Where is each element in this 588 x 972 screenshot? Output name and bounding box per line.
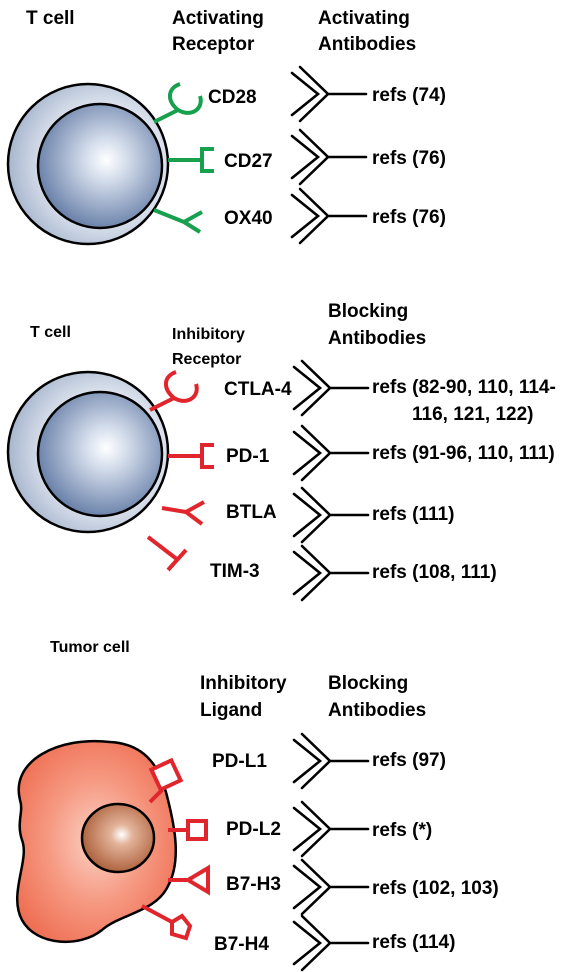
pd-l1-label: PD-L1 bbox=[212, 751, 267, 772]
panel3-cell-label: Tumor cell bbox=[50, 639, 130, 656]
panel3-antibody-header-line2: Antibodies bbox=[328, 700, 426, 721]
panel1-antibody-header-line1: Activating bbox=[318, 8, 410, 29]
pd1-receptor-icon bbox=[168, 443, 214, 469]
panel1-receptor-header-line1: Activating bbox=[172, 8, 264, 29]
b7-h4-refs: refs (114) bbox=[372, 932, 455, 953]
antibody-icon bbox=[292, 359, 370, 417]
cd27-refs: refs (76) bbox=[372, 148, 446, 169]
b7-h3-refs: refs (102, 103) bbox=[372, 878, 499, 899]
antibody-icon bbox=[292, 732, 370, 790]
panel3-antibody-header-line1: Blocking bbox=[328, 673, 408, 694]
ctla4-label: CTLA-4 bbox=[224, 379, 292, 400]
panel1-receptor-header-line2: Receptor bbox=[172, 34, 255, 55]
panel-activating-receptors: T cell Activating Receptor Activating An… bbox=[6, 8, 446, 246]
cd28-label: CD28 bbox=[208, 87, 257, 108]
pd-l1-ligand-icon bbox=[148, 757, 184, 804]
t-cell-nucleus bbox=[36, 390, 164, 518]
pd-l2-ligand-icon bbox=[168, 819, 208, 841]
tumor-cell bbox=[16, 739, 178, 944]
panel-inhibitory-ligands: Tumor cell Inhibitory Ligand Blocking An… bbox=[16, 639, 499, 972]
ctla4-receptor-icon bbox=[149, 370, 199, 412]
panel2-antibody-header-line2: Antibodies bbox=[328, 328, 426, 349]
panel2-receptor-header-line1: Inhibitory bbox=[172, 326, 245, 343]
antibody-icon bbox=[292, 858, 370, 916]
btla-receptor-icon bbox=[161, 500, 205, 526]
pd1-label: PD-1 bbox=[226, 446, 270, 467]
ox40-refs: refs (76) bbox=[372, 207, 446, 228]
t-cell-nucleus bbox=[36, 102, 164, 230]
pd-l2-refs: refs (*) bbox=[372, 820, 432, 841]
b7-h4-label: B7-H4 bbox=[214, 934, 269, 955]
panel3-ligand-header-line2: Ligand bbox=[200, 700, 262, 721]
cd27-receptor-icon bbox=[168, 147, 214, 173]
antibody-icon bbox=[292, 424, 370, 482]
pd1-refs: refs (91-96, 110, 111) bbox=[372, 443, 555, 464]
pd-l1-refs: refs (97) bbox=[372, 750, 446, 771]
btla-refs: refs (111) bbox=[372, 504, 454, 525]
tim3-label: TIM-3 bbox=[210, 561, 260, 582]
ctla4-refs-line2: 116, 121, 122) bbox=[412, 404, 534, 425]
pd-l2-label: PD-L2 bbox=[226, 819, 281, 840]
b7-h3-label: B7-H3 bbox=[226, 874, 281, 895]
panel3-ligand-header-line1: Inhibitory bbox=[200, 673, 287, 694]
cd28-refs: refs (74) bbox=[372, 85, 446, 106]
antibody-icon bbox=[292, 800, 370, 858]
btla-label: BTLA bbox=[226, 502, 277, 523]
ox40-label: OX40 bbox=[224, 208, 273, 229]
antibody-icon bbox=[292, 544, 370, 602]
b7-h3-ligand-icon bbox=[168, 864, 210, 896]
tim3-refs: refs (108, 111) bbox=[372, 562, 497, 583]
panel1-cell-label: T cell bbox=[26, 8, 75, 29]
antibody-icon bbox=[290, 65, 368, 123]
t-cell-1 bbox=[6, 82, 170, 246]
panel2-antibody-header-line1: Blocking bbox=[328, 301, 408, 322]
antibody-icon bbox=[292, 486, 370, 544]
antibody-icon bbox=[292, 914, 370, 972]
ox40-receptor-icon bbox=[153, 208, 203, 234]
cd27-label: CD27 bbox=[224, 151, 273, 172]
panel-inhibitory-receptors: T cell Inhibitory Receptor Blocking Anti… bbox=[6, 301, 556, 602]
t-cell-2 bbox=[6, 370, 170, 534]
panel2-receptor-header-line2: Receptor bbox=[172, 351, 241, 368]
b7-h4-ligand-icon bbox=[141, 904, 193, 941]
tumor-cell-nucleus bbox=[80, 802, 156, 874]
panel2-cell-label: T cell bbox=[30, 324, 71, 341]
ctla4-refs-line1: refs (82-90, 110, 114- bbox=[372, 377, 556, 398]
antibody-icon bbox=[290, 187, 368, 245]
tim3-receptor-icon bbox=[146, 535, 188, 572]
cd28-receptor-icon bbox=[153, 82, 203, 124]
antibody-icon bbox=[290, 128, 368, 186]
panel1-antibody-header-line2: Antibodies bbox=[318, 34, 416, 55]
